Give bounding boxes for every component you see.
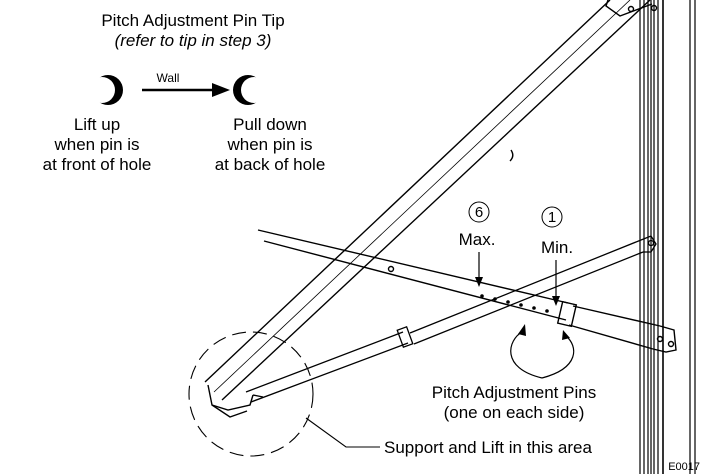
wall-label: Wall: [157, 71, 180, 85]
pins-line-1: Pitch Adjustment Pins: [432, 383, 596, 402]
wall-arrow-icon: [142, 83, 230, 97]
pull-line-3: at back of hole: [215, 155, 326, 174]
pull-line-1: Pull down: [233, 115, 307, 134]
max-number: 6: [475, 204, 483, 221]
diagram-title: Pitch Adjustment Pin Tip: [101, 11, 284, 30]
pin-holes: [480, 294, 549, 313]
max-callout-circle: [468, 201, 490, 223]
support-leader-line: [305, 417, 380, 448]
pin-front-icon: [89, 75, 123, 105]
pins-curved-arrows: [510, 331, 575, 379]
diagonal-arm: [204, 0, 658, 401]
min-label: Min.: [541, 238, 573, 257]
min-number: 1: [548, 209, 556, 226]
pins-arrowheads: [518, 324, 570, 340]
pull-line-2: when pin is: [226, 135, 312, 154]
pins-line-2: (one on each side): [444, 403, 585, 422]
max-label: Max.: [459, 230, 496, 249]
pin-back-icon: [233, 75, 267, 105]
wall-post: [639, 0, 696, 474]
adjustment-tube: [257, 229, 677, 353]
diagram-subtitle: (refer to tip in step 3): [115, 31, 272, 50]
min-callout-circle: [541, 206, 563, 228]
lift-line-2: when pin is: [53, 135, 139, 154]
lift-line-3: at front of hole: [43, 155, 152, 174]
support-area-circle: [188, 331, 314, 457]
lift-line-1: Lift up: [74, 115, 120, 134]
lower-strut: [245, 235, 657, 403]
figure-code: E0017: [668, 461, 700, 473]
max-arrow: [475, 252, 483, 287]
min-arrow: [552, 260, 560, 306]
support-label: Support and Lift in this area: [384, 438, 592, 457]
